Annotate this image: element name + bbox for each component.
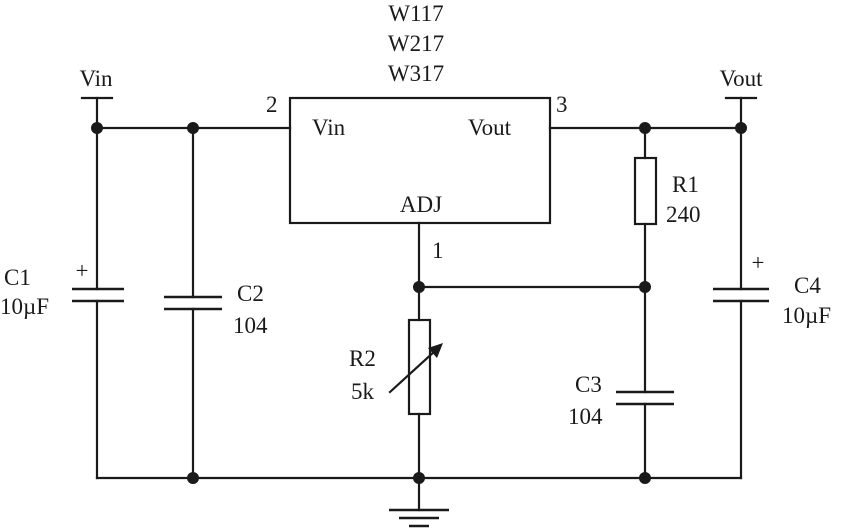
junction-node (639, 281, 651, 293)
regulator-pin-3-number: 3 (556, 92, 568, 117)
capacitor-c4: + C4 10µF (713, 126, 831, 480)
output-terminal: Vout (719, 66, 763, 130)
regulator-ic: Vin Vout ADJ 2 3 1 (266, 92, 568, 263)
regulator-pin-adj-label: ADJ (400, 192, 442, 217)
r2-value: 5k (351, 379, 375, 404)
c2-value: 104 (233, 313, 268, 338)
junction-node (639, 122, 651, 134)
c1-name: C1 (4, 265, 31, 290)
r2-name: R2 (349, 346, 376, 371)
regulator-pin-vin-label: Vin (312, 115, 346, 140)
c3-value: 104 (568, 404, 603, 429)
part-number-w117: W117 (388, 1, 443, 26)
input-terminal: Vin (79, 66, 114, 130)
junction-node (91, 122, 103, 134)
c1-value: 10µF (0, 294, 49, 319)
c1-polarity-mark: + (76, 258, 89, 283)
r1-body (633, 156, 658, 226)
variable-resistor-r2: R2 5k (349, 318, 443, 512)
r1-name: R1 (672, 172, 699, 197)
regulator-pin-2-number: 2 (266, 92, 278, 117)
part-number-list: W117 W217 W317 (388, 1, 444, 86)
junction-node (187, 472, 199, 484)
regulator-pin-vout-label: Vout (468, 115, 512, 140)
resistor-r1: R1 240 (633, 126, 701, 289)
junction-node (639, 472, 651, 484)
junction-node (735, 122, 747, 134)
c4-value: 10µF (782, 303, 831, 328)
r2-body (407, 318, 432, 416)
capacitor-c2: C2 104 (164, 126, 268, 480)
c4-polarity-mark: + (752, 250, 765, 275)
regulator-pin-1-number: 1 (432, 238, 444, 263)
c3-name: C3 (575, 372, 602, 397)
part-number-w217: W217 (388, 31, 444, 56)
r2-adjust-arrow-shaft (388, 348, 438, 394)
r2-adjust-arrow-head (428, 343, 443, 358)
junction-nodes (91, 122, 747, 484)
junction-node (187, 122, 199, 134)
c2-name: C2 (237, 281, 264, 306)
r1-value: 240 (666, 202, 701, 227)
ground-icon (389, 508, 449, 528)
c4-name: C4 (794, 273, 821, 298)
capacitor-c1: + C1 10µF (0, 126, 124, 480)
capacitor-c3: C3 104 (568, 285, 674, 480)
part-number-w317: W317 (388, 61, 444, 86)
input-terminal-label: Vin (79, 66, 113, 91)
junction-node (413, 281, 425, 293)
output-terminal-label: Vout (719, 66, 763, 91)
junction-node (413, 472, 425, 484)
